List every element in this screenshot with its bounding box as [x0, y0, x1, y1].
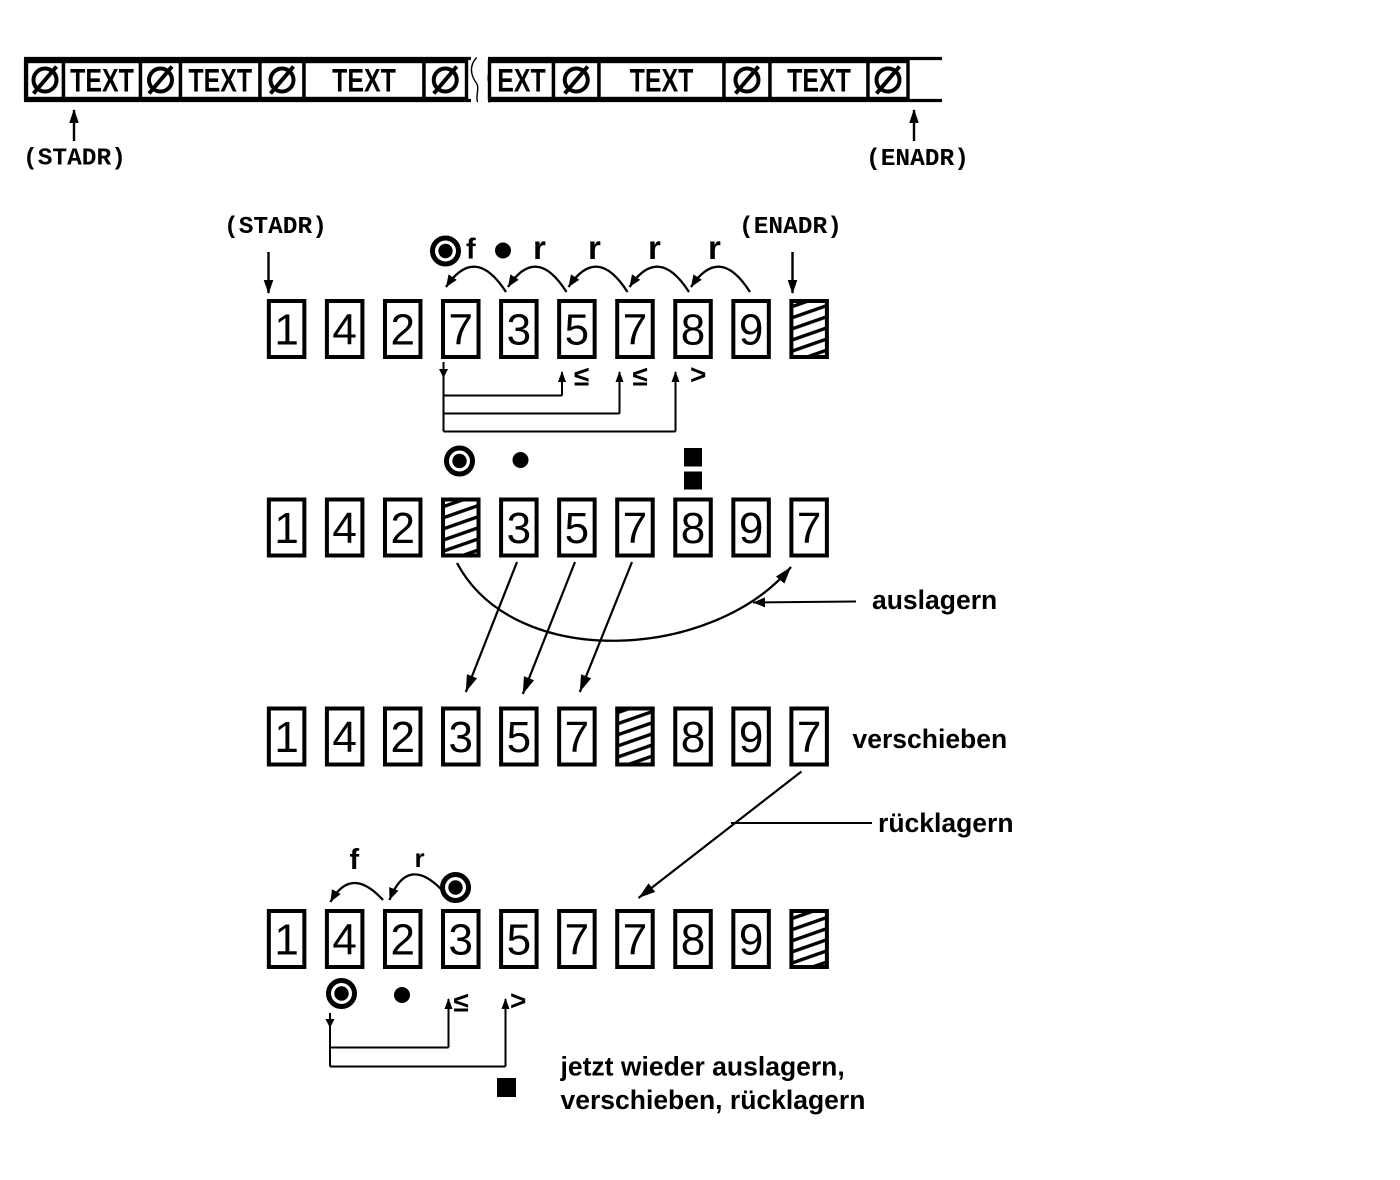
svg-text:>: >: [510, 985, 526, 1016]
svg-text:2: 2: [390, 916, 414, 965]
svg-text:3: 3: [449, 713, 473, 762]
svg-text:TEXT: TEXT: [70, 64, 134, 100]
svg-text:(STADR): (STADR): [23, 146, 126, 173]
svg-text:4: 4: [332, 504, 356, 553]
svg-text:(ENADR): (ENADR): [739, 214, 842, 241]
svg-text:EXT: EXT: [497, 64, 546, 100]
svg-text:7: 7: [797, 713, 821, 762]
svg-text:3: 3: [507, 504, 531, 553]
svg-text:7: 7: [565, 916, 589, 965]
svg-text:5: 5: [507, 916, 531, 965]
svg-text:r: r: [533, 229, 546, 266]
svg-text:(ENADR): (ENADR): [866, 146, 969, 173]
svg-text:≤: ≤: [574, 361, 589, 392]
svg-text:TEXT: TEXT: [188, 64, 252, 100]
svg-text:TEXT: TEXT: [787, 64, 851, 100]
svg-text:7: 7: [449, 306, 473, 355]
svg-text:TEXT: TEXT: [630, 64, 694, 100]
svg-text:1: 1: [274, 306, 298, 355]
svg-text:verschieben: verschieben: [853, 724, 1008, 754]
svg-text:r: r: [588, 229, 601, 266]
svg-text:1: 1: [274, 916, 298, 965]
svg-text:(STADR): (STADR): [224, 214, 327, 241]
svg-text:auslagern: auslagern: [872, 585, 997, 615]
svg-text:7: 7: [623, 504, 647, 553]
svg-text:r: r: [415, 843, 425, 873]
svg-text:>: >: [690, 359, 706, 390]
svg-text:9: 9: [739, 916, 763, 965]
svg-text:≤: ≤: [633, 361, 648, 392]
svg-text:8: 8: [681, 916, 705, 965]
svg-text:7: 7: [623, 916, 647, 965]
svg-text:7: 7: [623, 306, 647, 355]
svg-text:8: 8: [681, 713, 705, 762]
svg-text:2: 2: [390, 504, 414, 553]
svg-text:TEXT: TEXT: [332, 64, 396, 100]
svg-text:3: 3: [507, 306, 531, 355]
svg-text:r: r: [648, 229, 661, 266]
svg-text:2: 2: [390, 713, 414, 762]
svg-text:5: 5: [507, 713, 531, 762]
svg-text:7: 7: [565, 713, 589, 762]
svg-text:jetzt wieder auslagern,: jetzt wieder auslagern,: [560, 1052, 845, 1082]
svg-text:≤: ≤: [454, 987, 469, 1018]
svg-text:9: 9: [739, 504, 763, 553]
svg-text:8: 8: [681, 306, 705, 355]
svg-text:9: 9: [739, 713, 763, 762]
svg-text:4: 4: [332, 713, 356, 762]
svg-text:1: 1: [274, 504, 298, 553]
svg-text:5: 5: [565, 504, 589, 553]
svg-text:5: 5: [565, 306, 589, 355]
svg-text:r: r: [708, 229, 721, 266]
svg-text:7: 7: [797, 504, 821, 553]
svg-text:1: 1: [274, 713, 298, 762]
svg-text:3: 3: [449, 916, 473, 965]
svg-text:8: 8: [681, 504, 705, 553]
svg-text:verschieben, rücklagern: verschieben, rücklagern: [561, 1085, 866, 1115]
svg-text:9: 9: [739, 306, 763, 355]
svg-text:2: 2: [390, 306, 414, 355]
svg-text:f: f: [466, 234, 476, 266]
svg-text:4: 4: [332, 916, 356, 965]
svg-text:4: 4: [332, 306, 356, 355]
svg-text:f: f: [350, 844, 360, 876]
svg-text:rücklagern: rücklagern: [878, 808, 1014, 838]
